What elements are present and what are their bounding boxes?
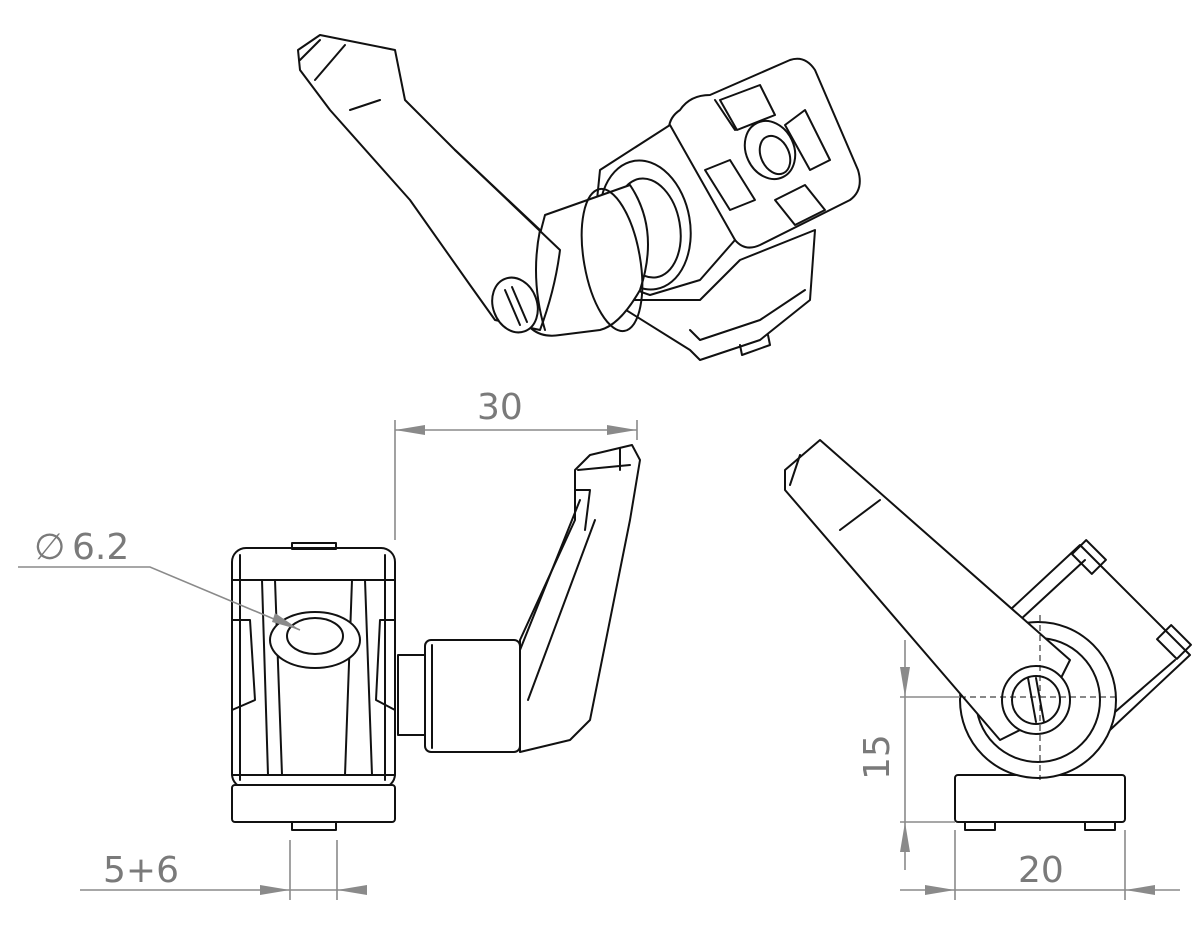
side-view <box>784 439 1192 831</box>
front-view <box>231 444 641 831</box>
dimension-hole-diameter-symbol: ∅ <box>34 527 66 568</box>
dimensions <box>18 420 1180 900</box>
dimension-hole-diameter: 6.2 <box>72 527 130 568</box>
isometric-view <box>297 34 861 361</box>
dimension-width-30: 30 <box>477 387 523 428</box>
dimension-slot: 5+6 <box>103 850 179 891</box>
dimension-height-15: 15 <box>857 734 898 780</box>
dimension-width-20: 20 <box>1018 850 1064 891</box>
